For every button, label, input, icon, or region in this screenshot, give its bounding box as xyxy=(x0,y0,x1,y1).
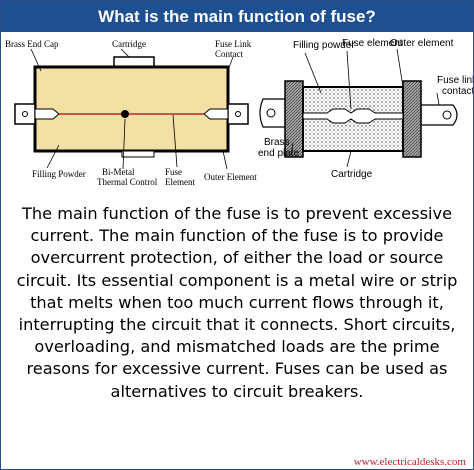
fuse-element-strip xyxy=(302,108,404,124)
label-fuse-element-right: Fuse element xyxy=(342,38,403,49)
label-brass-end-cap: Brass End Cap xyxy=(5,39,59,49)
bimetal-dot xyxy=(121,110,129,118)
label-outer-element-left: Outer Element xyxy=(204,172,257,182)
label-filling-powder-left: Filling Powder xyxy=(32,169,86,179)
left-end-plate xyxy=(14,103,36,125)
cartridge-bottom-tab xyxy=(121,150,155,158)
label-outer-element-right: Outer element xyxy=(390,38,454,49)
description-paragraph: The main function of the fuse is to prev… xyxy=(16,204,458,401)
page-title: What is the main function of fuse? xyxy=(1,1,473,32)
label-cartridge-right: Cartridge xyxy=(331,169,373,180)
left-contact xyxy=(34,108,60,120)
right-end-plate xyxy=(227,103,249,125)
right-contact xyxy=(203,108,229,120)
label-filling-powder-right: Filling powder xyxy=(293,40,355,51)
label-cartridge-left: Cartridge xyxy=(112,39,146,49)
website-footer[interactable]: www.electricaldesks.com xyxy=(353,456,466,468)
right-end-cap xyxy=(402,80,422,158)
cartridge-fuse-cutaway-diagram: Filling powder Fuse element Outer elemen… xyxy=(258,38,473,180)
right-contact-blade xyxy=(420,104,458,126)
label-fuse-link-contact-right: Fuse linkcontact xyxy=(437,75,473,97)
fuse-body xyxy=(33,65,230,153)
